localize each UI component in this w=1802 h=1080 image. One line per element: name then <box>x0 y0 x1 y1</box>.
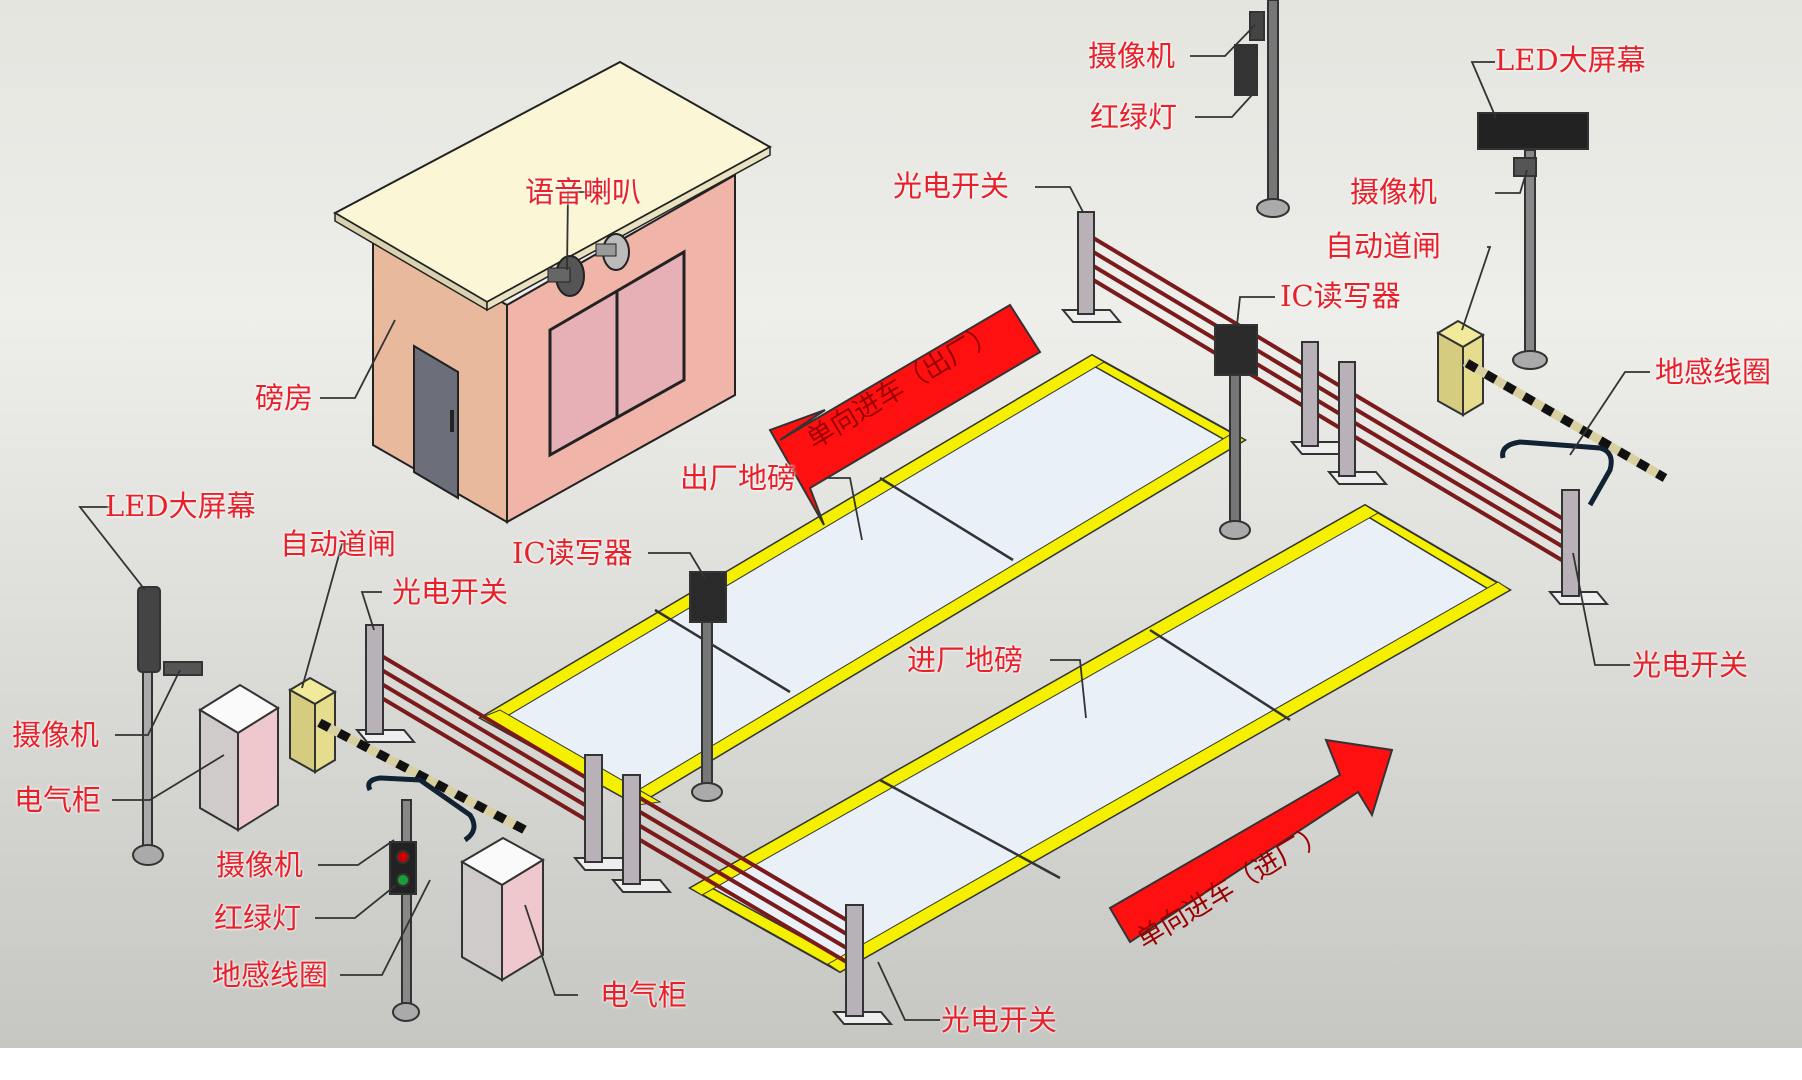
left-camera <box>163 661 203 676</box>
diagram-background: 单向进车（出厂） 单向进车（进厂） 摄像机 红绿灯 LED大屏幕 摄像机 自动道… <box>0 0 1802 1048</box>
label-top-led: LED大屏幕 <box>1495 43 1646 77</box>
label-top-photo-switch: 光电开关 <box>893 169 1010 203</box>
exit-scale-platform <box>477 353 1247 807</box>
left-barrier-arm <box>315 718 528 834</box>
label-left-camera: 摄像机 <box>12 718 100 752</box>
cabinets-barriers <box>198 319 1668 982</box>
label-mid-ic-reader: IC读写器 <box>512 536 633 570</box>
label-right-photo-switch: 光电开关 <box>1632 648 1749 682</box>
label-right-ground-coil: 地感线圈 <box>1655 355 1772 389</box>
label-exit-scale: 出厂地磅 <box>680 461 797 495</box>
label-speaker: 语音喇叭 <box>525 175 642 209</box>
right-led-screen <box>1477 112 1589 150</box>
label-right-barrier: 自动道闸 <box>1325 229 1442 263</box>
bottom-margin <box>0 1048 1802 1080</box>
label-weigh-house: 磅房 <box>255 381 314 415</box>
bottom-ground-coil <box>366 775 477 843</box>
weighbridge-scene <box>78 0 1668 1025</box>
photoelectric-switch-posts <box>354 211 1610 1025</box>
right-ic-reader <box>1214 324 1258 376</box>
left-led-screen <box>137 586 161 673</box>
entry-scale-platform <box>687 503 1512 974</box>
label-top-camera: 摄像机 <box>1088 39 1176 73</box>
label-left-photo-switch: 光电开关 <box>392 575 509 609</box>
speaker-icon <box>547 233 630 297</box>
poles <box>132 0 1589 1022</box>
right-barrier-arm <box>1462 358 1668 482</box>
label-right-camera: 摄像机 <box>1350 175 1438 209</box>
label-entry-scale: 进厂地磅 <box>907 643 1024 677</box>
right-camera <box>1513 157 1537 177</box>
label-left-led: LED大屏幕 <box>105 489 256 523</box>
label-bottom-camera: 摄像机 <box>216 848 304 882</box>
door-handle <box>450 410 454 432</box>
label-left-barrier: 自动道闸 <box>280 527 397 561</box>
top-camera <box>1249 11 1265 41</box>
label-bottom-traffic-light: 红绿灯 <box>214 901 302 935</box>
label-bottom-cabinet: 电气柜 <box>600 978 688 1012</box>
top-traffic-light <box>1234 44 1258 96</box>
exit-direction-arrow <box>768 303 1042 526</box>
label-bottom-photo-switch: 光电开关 <box>941 1003 1058 1037</box>
house-door <box>413 344 459 500</box>
weigh-house <box>332 60 773 524</box>
mid-ic-reader <box>689 571 727 623</box>
label-top-traffic-light: 红绿灯 <box>1090 100 1178 134</box>
right-ground-coil <box>1500 439 1614 507</box>
label-left-cabinet: 电气柜 <box>14 783 102 817</box>
entry-direction-arrow <box>1108 738 1394 944</box>
label-bottom-ground-coil: 地感线圈 <box>212 958 329 992</box>
leader-lines <box>78 24 1650 1021</box>
label-right-ic-reader: IC读写器 <box>1280 279 1401 313</box>
